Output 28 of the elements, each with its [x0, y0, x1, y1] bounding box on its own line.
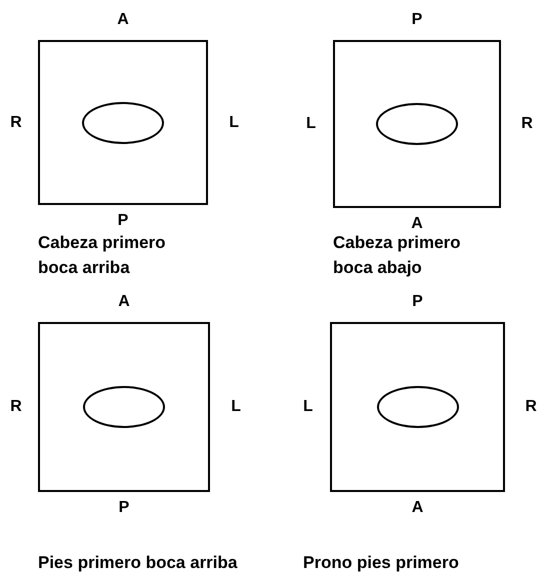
node-label: Pies primero boca arriba — [38, 552, 238, 574]
frame-box — [38, 322, 210, 492]
orientation-letter: A — [412, 499, 424, 517]
orientation-letter: A — [118, 293, 130, 311]
orientation-letter: P — [412, 293, 423, 311]
orientation-letter: L — [306, 115, 316, 133]
orientation-letter: A — [411, 215, 423, 233]
node-label: Cabeza primero boca arriba — [38, 232, 167, 279]
ellipse-shape — [82, 102, 164, 144]
frame-box — [330, 322, 505, 492]
orientation-letter: P — [412, 11, 422, 29]
orientation-letter: P — [118, 212, 128, 230]
orientation-letter: L — [303, 398, 313, 416]
frame-box — [333, 40, 501, 208]
frame-box — [38, 40, 208, 205]
node-label: Cabeza primero boca abajo — [333, 232, 462, 279]
orientation-letter: P — [118, 499, 130, 517]
ellipse-shape — [376, 103, 458, 145]
node-label: Prono pies primero — [303, 552, 460, 574]
orientation-letter: R — [525, 398, 537, 416]
orientation-letter: A — [117, 11, 129, 29]
orientation-letter: R — [10, 398, 22, 416]
orientation-letter: L — [229, 114, 239, 132]
ellipse-shape — [83, 386, 165, 428]
orientation-letter: L — [231, 398, 241, 416]
ellipse-shape — [376, 386, 458, 428]
orientation-letter: R — [10, 114, 22, 132]
orientation-letter: R — [521, 115, 533, 133]
